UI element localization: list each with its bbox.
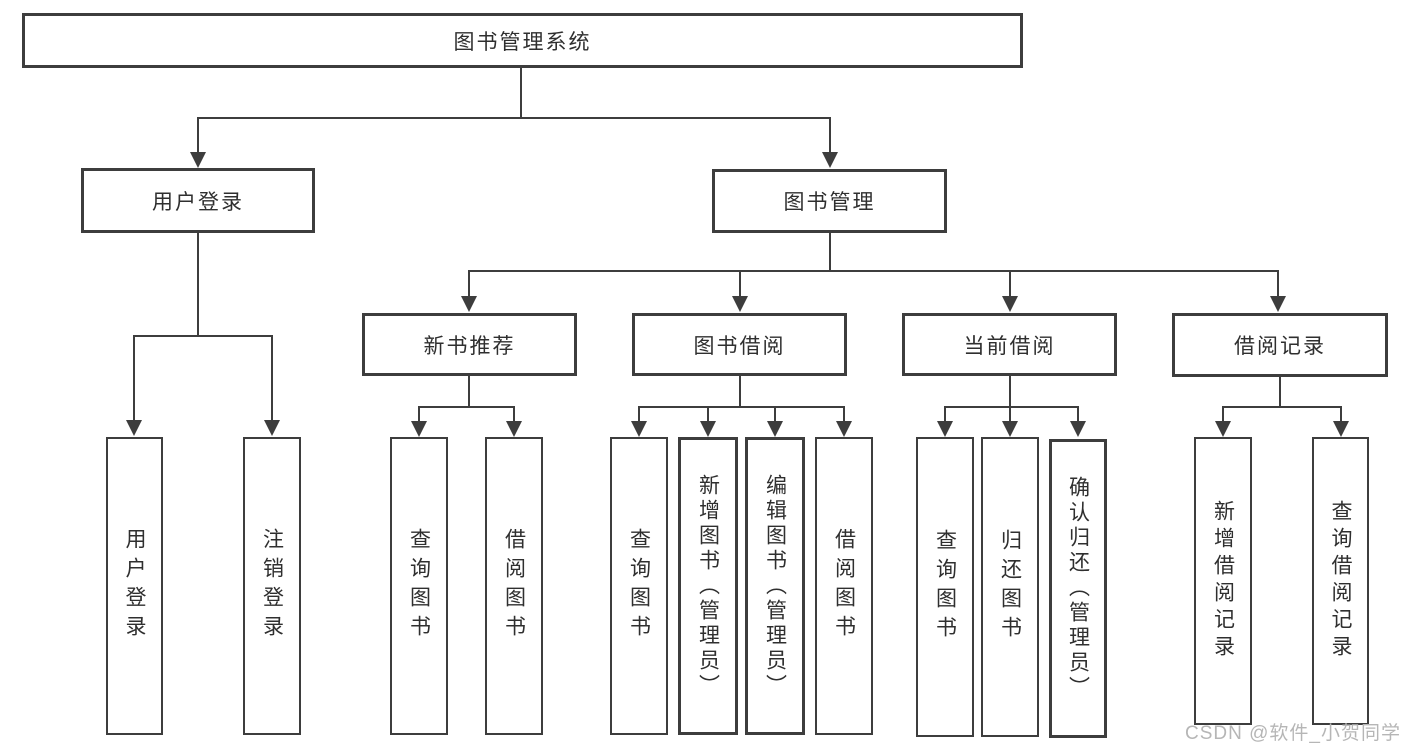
node-book-management: 图书管理 bbox=[712, 169, 947, 233]
node-leaf-recommend-borrow-books: 借阅图书 bbox=[485, 437, 543, 735]
line-v bbox=[829, 117, 831, 153]
node-label: 归还图书 bbox=[998, 529, 1022, 645]
node-label: 新增图书（管理员） bbox=[696, 473, 720, 699]
node-label: 查询借阅记录 bbox=[1329, 500, 1352, 662]
node-book-borrowing: 图书借阅 bbox=[632, 313, 847, 376]
arrow-down-icon bbox=[1002, 296, 1018, 312]
line-v bbox=[197, 117, 199, 153]
node-leaf-user-login: 用户登录 bbox=[106, 437, 163, 735]
line-v bbox=[271, 335, 273, 421]
arrow-down-icon bbox=[767, 421, 783, 437]
node-leaf-current-confirm-return-admin: 确认归还（管理员） bbox=[1049, 439, 1107, 738]
arrow-down-icon bbox=[1270, 296, 1286, 312]
node-leaf-recommend-query-books: 查询图书 bbox=[390, 437, 448, 735]
arrow-down-icon bbox=[1070, 421, 1086, 437]
line-v bbox=[638, 406, 640, 422]
line-h bbox=[418, 406, 515, 408]
arrow-down-icon bbox=[506, 421, 522, 437]
node-label: 新增借阅记录 bbox=[1211, 500, 1235, 662]
line-v bbox=[418, 406, 420, 422]
line-v bbox=[774, 406, 776, 422]
node-label: 确认归还（管理员） bbox=[1066, 476, 1090, 701]
arrow-down-icon bbox=[411, 421, 427, 437]
line-v bbox=[843, 406, 845, 422]
arrow-down-icon bbox=[1002, 421, 1018, 437]
line-v bbox=[1340, 406, 1342, 422]
node-library-management-system: 图书管理系统 bbox=[22, 13, 1023, 68]
arrow-down-icon bbox=[836, 421, 852, 437]
node-leaf-records-add-record: 新增借阅记录 bbox=[1194, 437, 1252, 725]
arrow-down-icon bbox=[700, 421, 716, 437]
line-v bbox=[133, 335, 135, 421]
line-h bbox=[1222, 406, 1342, 408]
arrow-down-icon bbox=[126, 420, 142, 436]
line-v bbox=[1077, 406, 1079, 422]
node-label: 图书管理 bbox=[783, 191, 876, 214]
line-v bbox=[1277, 270, 1279, 297]
node-label: 新书推荐 bbox=[423, 334, 516, 358]
node-label: 查询图书 bbox=[407, 528, 431, 644]
node-leaf-current-return-books: 归还图书 bbox=[981, 437, 1039, 737]
arrow-down-icon bbox=[822, 152, 838, 168]
line-v bbox=[1009, 270, 1011, 297]
line-v bbox=[468, 376, 470, 406]
node-label: 借阅记录 bbox=[1234, 335, 1326, 358]
node-label: 用户登录 bbox=[123, 528, 146, 644]
node-borrowing-records: 借阅记录 bbox=[1172, 313, 1388, 377]
node-label: 图书借阅 bbox=[693, 334, 786, 358]
node-current-borrowing: 当前借阅 bbox=[902, 313, 1117, 376]
node-leaf-records-query-record: 查询借阅记录 bbox=[1312, 437, 1369, 725]
arrow-down-icon bbox=[1215, 421, 1231, 437]
line-h bbox=[197, 117, 831, 119]
node-label: 当前借阅 bbox=[963, 334, 1056, 358]
line-v bbox=[707, 406, 709, 422]
node-new-book-recommend: 新书推荐 bbox=[362, 313, 577, 376]
node-label: 借阅图书 bbox=[832, 528, 856, 644]
arrow-down-icon bbox=[631, 421, 647, 437]
line-v bbox=[513, 406, 515, 422]
node-leaf-borrowing-query-books: 查询图书 bbox=[610, 437, 668, 735]
line-h bbox=[133, 335, 273, 337]
line-v bbox=[197, 233, 199, 335]
line-v bbox=[944, 406, 946, 422]
node-label: 注销登录 bbox=[260, 528, 284, 644]
line-v bbox=[520, 68, 522, 117]
node-label: 用户登录 bbox=[152, 190, 244, 214]
node-leaf-current-query-books: 查询图书 bbox=[916, 437, 974, 737]
node-leaf-borrowing-borrow-books: 借阅图书 bbox=[815, 437, 873, 735]
node-label: 查询图书 bbox=[627, 528, 651, 644]
node-leaf-borrowing-add-books-admin: 新增图书（管理员） bbox=[678, 437, 738, 735]
line-v bbox=[1222, 406, 1224, 422]
arrow-down-icon bbox=[732, 296, 748, 312]
line-v bbox=[1009, 376, 1011, 406]
line-v bbox=[739, 270, 741, 297]
node-leaf-logout: 注销登录 bbox=[243, 437, 301, 735]
line-h bbox=[944, 406, 1079, 408]
csdn-watermark: CSDN @软件_小贺同学 bbox=[1185, 723, 1401, 744]
line-v bbox=[1009, 406, 1011, 422]
line-h bbox=[638, 406, 845, 408]
node-label: 编辑图书（管理员） bbox=[763, 473, 787, 699]
node-label: 查询图书 bbox=[933, 529, 957, 645]
line-v bbox=[829, 233, 831, 270]
node-leaf-borrowing-edit-books-admin: 编辑图书（管理员） bbox=[745, 437, 805, 735]
arrow-down-icon bbox=[264, 420, 280, 436]
line-v bbox=[468, 270, 470, 297]
arrow-down-icon bbox=[461, 296, 477, 312]
arrow-down-icon bbox=[190, 152, 206, 168]
arrow-down-icon bbox=[1333, 421, 1349, 437]
line-h bbox=[468, 270, 1279, 272]
node-user-login: 用户登录 bbox=[81, 168, 315, 233]
arrow-down-icon bbox=[937, 421, 953, 437]
node-label: 借阅图书 bbox=[502, 528, 526, 644]
line-v bbox=[1279, 377, 1281, 406]
line-v bbox=[739, 376, 741, 406]
node-label: 图书管理系统 bbox=[453, 30, 592, 54]
